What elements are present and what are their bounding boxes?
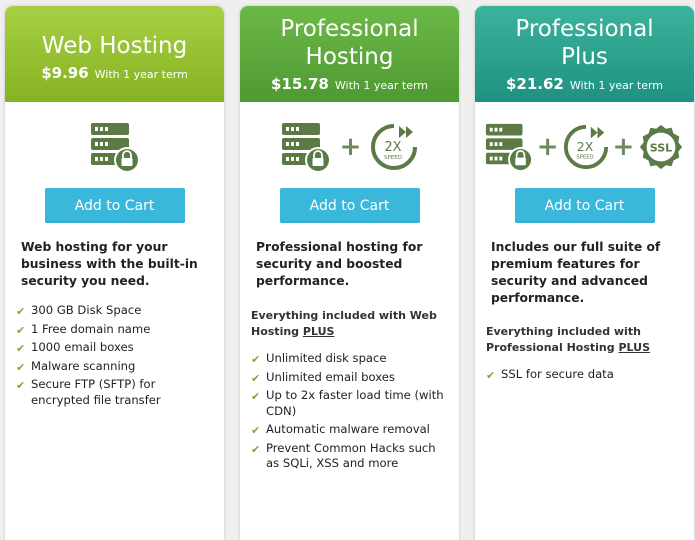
add-to-cart-button[interactable]: Add to Cart bbox=[44, 188, 185, 223]
ssl-label: SSL bbox=[650, 141, 672, 154]
list-item: ✔ 300 GB Disk Space bbox=[16, 303, 214, 319]
plan-title-line: Professional bbox=[515, 16, 654, 42]
plan-header: Professional Plus $21.62 With 1 year term bbox=[475, 6, 694, 102]
plus-sign: + bbox=[612, 132, 635, 162]
feature-text: 1000 email boxes bbox=[31, 340, 134, 354]
plan-title-line: Hosting bbox=[305, 44, 394, 70]
plan-price: $9.96 bbox=[41, 64, 89, 82]
included-note: Everything included with Professional Ho… bbox=[475, 307, 694, 356]
plus-sign: + bbox=[339, 132, 362, 162]
feature-icons bbox=[5, 118, 224, 176]
list-item: ✔ Unlimited email boxes bbox=[251, 370, 449, 386]
checkmark-icon: ✔ bbox=[251, 390, 261, 403]
list-item: ✔ Unlimited disk space bbox=[251, 351, 449, 367]
list-item: ✔ Prevent Common Hacks such as SQLi, XSS … bbox=[251, 441, 449, 472]
plan-title: Professional Hosting bbox=[240, 6, 459, 71]
plan-card-web-hosting: Web Hosting $9.96 With 1 year term Add to… bbox=[5, 6, 224, 540]
plus-sign: + bbox=[536, 132, 559, 162]
feature-text: Secure FTP (SFTP) for encrypted file tra… bbox=[31, 377, 161, 407]
plan-description: Web hosting for your business with the b… bbox=[21, 240, 198, 288]
feature-text: Unlimited disk space bbox=[266, 351, 387, 365]
plan-header: Professional Hosting $15.78 With 1 year t… bbox=[240, 6, 459, 102]
checkmark-icon: ✔ bbox=[16, 323, 26, 337]
checkmark-icon: ✔ bbox=[251, 371, 261, 385]
checkmark-icon: ✔ bbox=[486, 369, 496, 382]
feature-text: SSL for secure data bbox=[501, 367, 614, 381]
plan-description: Includes our full suite of premium featu… bbox=[491, 240, 661, 305]
feature-text: Malware scanning bbox=[31, 358, 136, 373]
speed-sublabel: SPEED bbox=[384, 155, 402, 161]
list-item: ✔ 1000 email boxes bbox=[16, 340, 214, 356]
plan-title: Web Hosting bbox=[5, 6, 224, 60]
add-to-cart-button[interactable]: Add to Cart bbox=[279, 188, 420, 223]
checkmark-icon: ✔ bbox=[251, 353, 261, 366]
plan-card-professional-plus: Professional Plus $21.62 With 1 year term… bbox=[475, 6, 694, 540]
ssl-badge-icon: SSL bbox=[640, 124, 683, 170]
checkmark-icon: ✔ bbox=[251, 442, 261, 456]
checkmark-icon: ✔ bbox=[16, 305, 26, 318]
list-item: ✔ Up to 2x faster load time (with CDN) bbox=[251, 388, 449, 419]
included-note: Everything included with Web Hosting PLU… bbox=[240, 290, 459, 340]
speed-label: 2X bbox=[576, 139, 593, 154]
feature-list: ✔ Unlimited disk space ✔ Unlimited email b… bbox=[240, 340, 459, 472]
feature-text: Up to 2x faster load time (with CDN) bbox=[266, 388, 444, 418]
plan-term: With 1 year term bbox=[94, 68, 188, 81]
speed-label: 2X bbox=[385, 140, 402, 155]
price-row: $9.96 With 1 year term bbox=[5, 64, 224, 82]
plan-price: $21.62 bbox=[505, 75, 564, 93]
checkmark-icon: ✔ bbox=[16, 342, 26, 355]
plan-title-line: Web Hosting bbox=[41, 33, 188, 59]
included-text: Everything included with Web Hosting bbox=[251, 309, 437, 338]
checkmark-icon: ✔ bbox=[251, 424, 261, 437]
add-to-cart-button[interactable]: Add to Cart bbox=[514, 188, 655, 223]
feature-text: 1 Free domain name bbox=[31, 321, 151, 336]
2x-speed-icon: 2X SPEED bbox=[563, 124, 608, 170]
plan-title-line: Professional bbox=[280, 16, 419, 42]
feature-icons: + 2X SPEED + SSL bbox=[475, 118, 694, 176]
plan-price: $15.78 bbox=[270, 75, 329, 93]
plan-title: Professional Plus bbox=[475, 6, 694, 71]
price-row: $15.78 With 1 year term bbox=[240, 75, 459, 93]
feature-icons: + 2X SPEED bbox=[240, 118, 459, 176]
plan-description: Professional hosting for security and bo… bbox=[256, 240, 423, 288]
plan-card-professional-hosting: Professional Hosting $15.78 With 1 year t… bbox=[240, 6, 459, 540]
included-text: Everything included with Professional Ho… bbox=[486, 325, 641, 354]
feature-text: Automatic malware removal bbox=[266, 422, 430, 436]
price-row: $21.62 With 1 year term bbox=[475, 75, 694, 93]
checkmark-icon: ✔ bbox=[16, 360, 26, 374]
list-item: ✔ Automatic malware removal bbox=[251, 422, 449, 438]
feature-text: 300 GB Disk Space bbox=[31, 303, 142, 317]
feature-list: ✔ SSL for secure data bbox=[475, 356, 694, 383]
plan-term: With 1 year term bbox=[569, 79, 664, 92]
list-item: ✔ SSL for secure data bbox=[486, 367, 684, 383]
plan-header: Web Hosting $9.96 With 1 year term bbox=[5, 6, 224, 102]
feature-list: ✔ 300 GB Disk Space ✔ 1 Free domain name ✔… bbox=[5, 290, 224, 408]
speed-sublabel: SPEED bbox=[576, 155, 593, 161]
list-item: ✔ Secure FTP (SFTP) for encrypted file tr… bbox=[16, 377, 214, 408]
feature-text: Prevent Common Hacks such as SQLi, XSS a… bbox=[266, 440, 436, 471]
plus-word: PLUS bbox=[618, 341, 651, 354]
server-lock-icon bbox=[90, 123, 140, 173]
2x-speed-icon: 2X SPEED bbox=[371, 124, 418, 170]
list-item: ✔ Malware scanning bbox=[16, 359, 214, 375]
plus-word: PLUS bbox=[302, 325, 335, 338]
feature-text: Unlimited email boxes bbox=[266, 369, 395, 384]
checkmark-icon: ✔ bbox=[16, 379, 26, 392]
plan-title-line: Plus bbox=[561, 44, 608, 70]
server-lock-icon bbox=[485, 123, 533, 172]
plan-term: With 1 year term bbox=[334, 79, 429, 92]
list-item: ✔ 1 Free domain name bbox=[16, 322, 214, 338]
server-lock-icon bbox=[281, 123, 331, 173]
